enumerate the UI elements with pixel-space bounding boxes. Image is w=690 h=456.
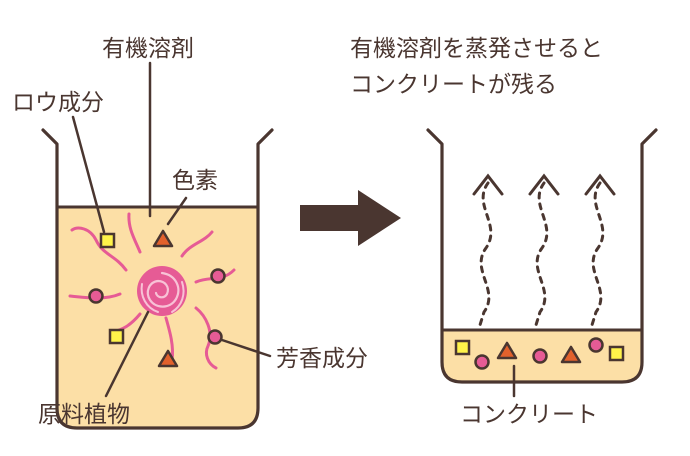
vapor-chevron-icon [472,173,504,196]
aroma-particle [210,268,226,284]
pigment-particle [157,349,179,368]
label-plant: 原料植物 [38,402,130,428]
vapor-chevron-icon [528,173,560,196]
aroma-particle [88,288,104,304]
left-liquid [57,207,258,428]
vapor-line [534,181,549,327]
label-aroma: 芳香成分 [276,346,368,372]
pigment-particle [560,345,582,364]
pigment-particle [152,229,174,248]
vapor-lines [472,173,616,327]
wax-particle [99,232,116,249]
vapor-line [590,181,605,327]
left-particles [88,229,226,368]
vapor-chevron-icon [584,173,616,196]
aroma-particle [588,337,604,353]
aroma-particle [474,354,490,370]
wax-particle [454,339,471,356]
label-evaporate-line2: コンクリートが残る [350,72,557,98]
label-evaporate-line1: 有機溶剤を蒸発させると [350,36,603,62]
rose-icon [137,266,187,316]
wax-particle [108,328,125,345]
left-beaker-outline [41,128,274,430]
left-beaker [41,128,274,430]
wax-particle [608,345,625,362]
concrete-particles [454,337,625,370]
aroma-particle [532,348,548,364]
right-beaker-outline [426,128,658,384]
label-organic-solvent: 有機溶剤 [102,36,194,62]
vapor-line [478,181,493,327]
label-pigment: 色素 [172,168,218,194]
pigment-particle [496,341,518,360]
right-arrow-icon [300,190,401,246]
aroma-particle [207,329,223,345]
left-leader-lines [71,61,272,398]
label-concrete: コンクリート [460,402,598,428]
label-wax: ロウ成分 [12,90,104,116]
